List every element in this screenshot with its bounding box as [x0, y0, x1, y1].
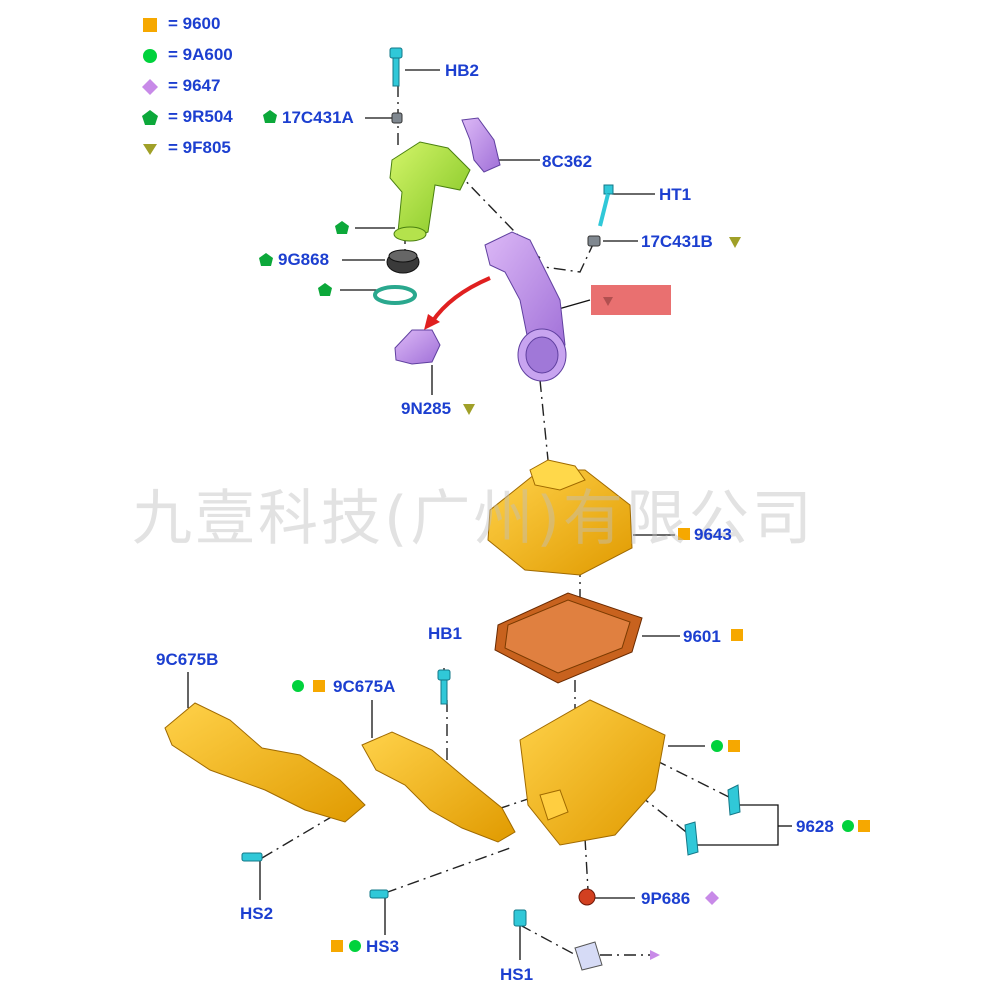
part-9n285-icon: [394, 329, 441, 365]
label-9628: 9628: [796, 817, 834, 836]
label-9c675b: 9C675B: [156, 650, 219, 669]
legend-label: = 9600: [168, 14, 221, 33]
circle-symbol-icon: [842, 820, 854, 832]
duct-9c675a-icon: [361, 731, 516, 843]
clip-9628-icon: [684, 784, 741, 856]
circle-symbol-icon: [143, 49, 157, 63]
hb1-bolt-icon: [437, 669, 451, 705]
air-cleaner-cover-9643-icon: [487, 459, 633, 576]
triangle-down-symbol-icon: [463, 404, 475, 415]
grommet-9g868-icon: [386, 249, 420, 274]
duct-9c675b-icon: [164, 702, 366, 823]
diamond-symbol-icon: [142, 79, 158, 95]
legend: = 9600 = 9A600 = 9647 = 9R504 = 9F805: [140, 10, 300, 165]
legend-label: = 9F805: [168, 138, 231, 157]
watermark: 九壹科技(广州)有限公司: [132, 484, 815, 554]
hs1-screw-icon: [513, 909, 527, 927]
square-symbol-icon: [678, 528, 690, 540]
bracket-8c362-icon: [461, 117, 501, 173]
pentagon-symbol-icon: [263, 110, 277, 123]
bottom-bracket-icon: [574, 941, 660, 971]
label-8c362: 8C362: [542, 152, 593, 171]
pentagon-symbol-icon: [318, 283, 332, 296]
highlight-box: [591, 285, 671, 315]
air-cleaner-housing-icon: [519, 699, 666, 846]
label-9c675a: 9C675A: [333, 677, 396, 696]
label-9643: 9643: [694, 525, 732, 544]
square-symbol-icon: [858, 820, 870, 832]
hs3-screw-icon: [369, 889, 389, 899]
circle-symbol-icon: [292, 680, 304, 692]
pentagon-symbol-icon: [142, 110, 158, 125]
square-symbol-icon: [731, 629, 743, 641]
pentagon-symbol-icon: [335, 221, 349, 234]
pentagon-symbol-icon: [259, 253, 273, 266]
legend-item-9600: = 9600: [140, 10, 300, 41]
circle-symbol-icon: [711, 740, 723, 752]
label-hs3: HS3: [366, 937, 400, 956]
square-symbol-icon: [143, 18, 157, 32]
label-hs1: HS1: [500, 965, 534, 984]
plug-9p686-icon: [578, 888, 596, 906]
legend-label: = 9A600: [168, 45, 233, 64]
label-17c431b: 17C431B: [641, 232, 713, 251]
legend-label: = 9R504: [168, 107, 233, 126]
hose-ring-icon: [373, 285, 417, 305]
label-9601: 9601: [683, 627, 721, 646]
hs2-screw-icon: [241, 852, 263, 862]
triangle-down-symbol-icon: [143, 144, 157, 155]
legend-item-9r504: = 9R504: [140, 103, 300, 134]
label-hb2: HB2: [445, 61, 480, 80]
clamp-17c431a-icon: [391, 112, 403, 124]
air-filter-9601-icon: [494, 592, 643, 684]
square-symbol-icon: [313, 680, 325, 692]
legend-item-9a600: = 9A600: [140, 41, 300, 72]
square-symbol-icon: [728, 740, 740, 752]
diamond-symbol-icon: [705, 891, 719, 905]
ht1-fastener-icon: [598, 184, 614, 227]
label-9n285: 9N285: [401, 399, 452, 418]
square-symbol-icon: [331, 940, 343, 952]
callout-symbols: [259, 110, 870, 952]
hb2-bolt-icon: [389, 47, 403, 87]
legend-item-9647: = 9647: [140, 72, 300, 103]
purple-intake-hose-icon: [484, 231, 567, 382]
legend-item-9f805: = 9F805: [140, 134, 300, 165]
triangle-down-symbol-icon: [603, 297, 613, 306]
label-hs2: HS2: [240, 904, 274, 923]
legend-label: = 9647: [168, 76, 221, 95]
label-ht1: HT1: [659, 185, 692, 204]
label-9g868: 9G868: [278, 250, 330, 269]
red-arrow-icon: [424, 276, 491, 330]
triangle-down-symbol-icon: [729, 237, 741, 248]
circle-symbol-icon: [349, 940, 361, 952]
clamp-17c431b-icon: [587, 235, 601, 247]
label-hb1: HB1: [428, 624, 463, 643]
label-17c431a: 17C431A: [282, 108, 354, 127]
green-intake-duct-icon: [389, 141, 471, 242]
label-9p686: 9P686: [641, 889, 691, 908]
